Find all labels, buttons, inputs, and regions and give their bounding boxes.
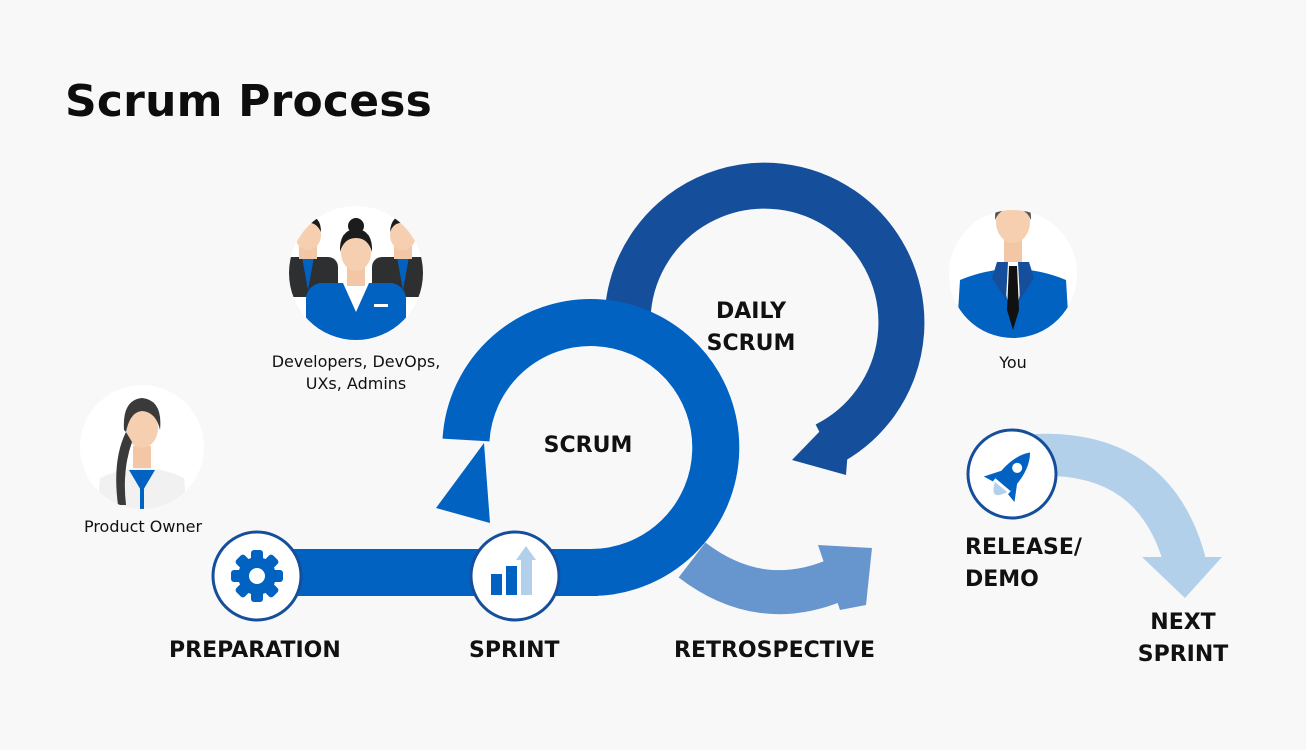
daily-scrum-line-1: DAILY [716, 299, 786, 324]
release-demo-label: RELEASE/ DEMO [965, 532, 1082, 596]
team-avatar [289, 206, 423, 340]
daily-scrum-line-2: SCRUM [706, 331, 796, 356]
page-title: Scrum Process [65, 76, 433, 127]
you-caption: You [999, 353, 1027, 372]
next-sprint-line-2: SPRINT [1137, 642, 1229, 667]
release-line-1: RELEASE/ [965, 535, 1082, 560]
release-line-2: DEMO [965, 567, 1039, 592]
you-avatar [949, 210, 1077, 338]
bar-chart-icon [469, 530, 561, 622]
product-owner-avatar [80, 385, 204, 509]
next-sprint-line-1: NEXT [1150, 610, 1216, 635]
sprint-label: SPRINT [469, 638, 560, 663]
daily-scrum-arrow [605, 162, 925, 475]
next-sprint-label: NEXT SPRINT [1128, 607, 1238, 671]
daily-scrum-label: DAILY SCRUM [690, 296, 812, 360]
retrospective-label: RETROSPECTIVE [674, 638, 876, 663]
team-caption: Developers, DevOps, UXs, Admins [271, 352, 441, 393]
next-sprint-arrow [1034, 433, 1222, 598]
preparation-label: PREPARATION [169, 638, 341, 663]
scrum-label: SCRUM [543, 433, 633, 458]
retrospective-arrow [678, 542, 872, 615]
rocket-icon [966, 428, 1058, 520]
product-owner-caption: Product Owner [83, 517, 203, 536]
gear-icon [211, 530, 303, 622]
